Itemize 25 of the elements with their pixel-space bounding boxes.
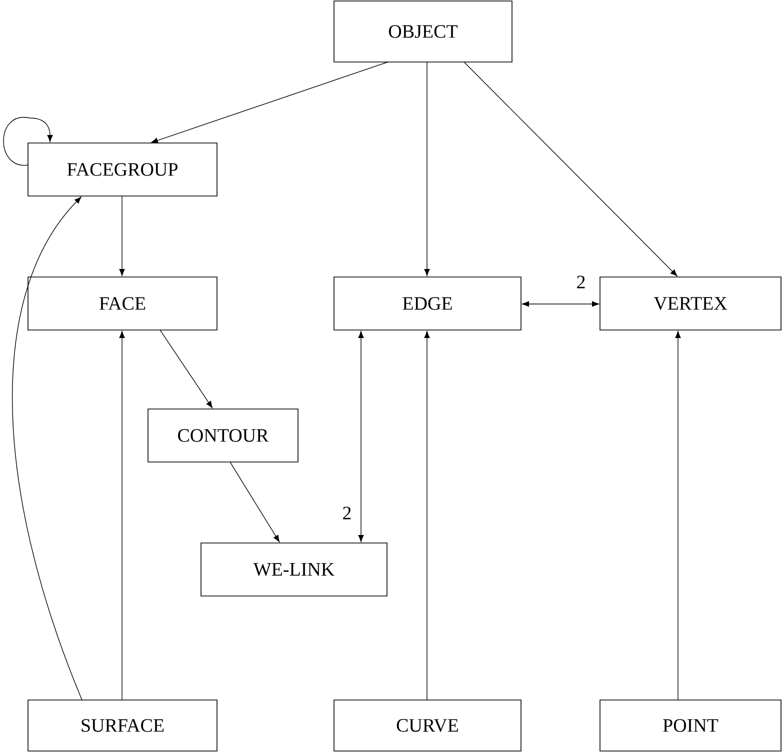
entity-box: CONTOUR bbox=[148, 408, 298, 462]
arrow bbox=[424, 331, 430, 700]
arrow bbox=[12, 196, 82, 700]
entity-box: SURFACE bbox=[28, 700, 218, 752]
arrow bbox=[151, 62, 388, 144]
entity-box: OBJECT bbox=[334, 0, 512, 62]
arrow bbox=[160, 330, 213, 408]
arrow bbox=[3, 116, 53, 166]
edge-label: 2 bbox=[343, 506, 351, 520]
entity-box: FACE bbox=[28, 276, 218, 330]
entity-box: EDGE bbox=[334, 276, 522, 330]
arrow bbox=[230, 462, 280, 542]
entity-box: VERTEX bbox=[600, 276, 782, 330]
entity-box: WE-LINK bbox=[200, 542, 388, 596]
entity-box: POINT bbox=[600, 700, 782, 752]
arrow bbox=[464, 62, 678, 276]
arrow bbox=[675, 331, 681, 700]
arrow bbox=[522, 301, 599, 307]
edge-label: 2 bbox=[577, 276, 585, 288]
arrow bbox=[424, 62, 430, 276]
entity-box: CURVE bbox=[334, 700, 522, 752]
arrow bbox=[119, 196, 125, 276]
entity-box: FACEGROUP bbox=[28, 142, 218, 196]
arrow bbox=[358, 331, 364, 542]
arrow bbox=[119, 331, 125, 700]
